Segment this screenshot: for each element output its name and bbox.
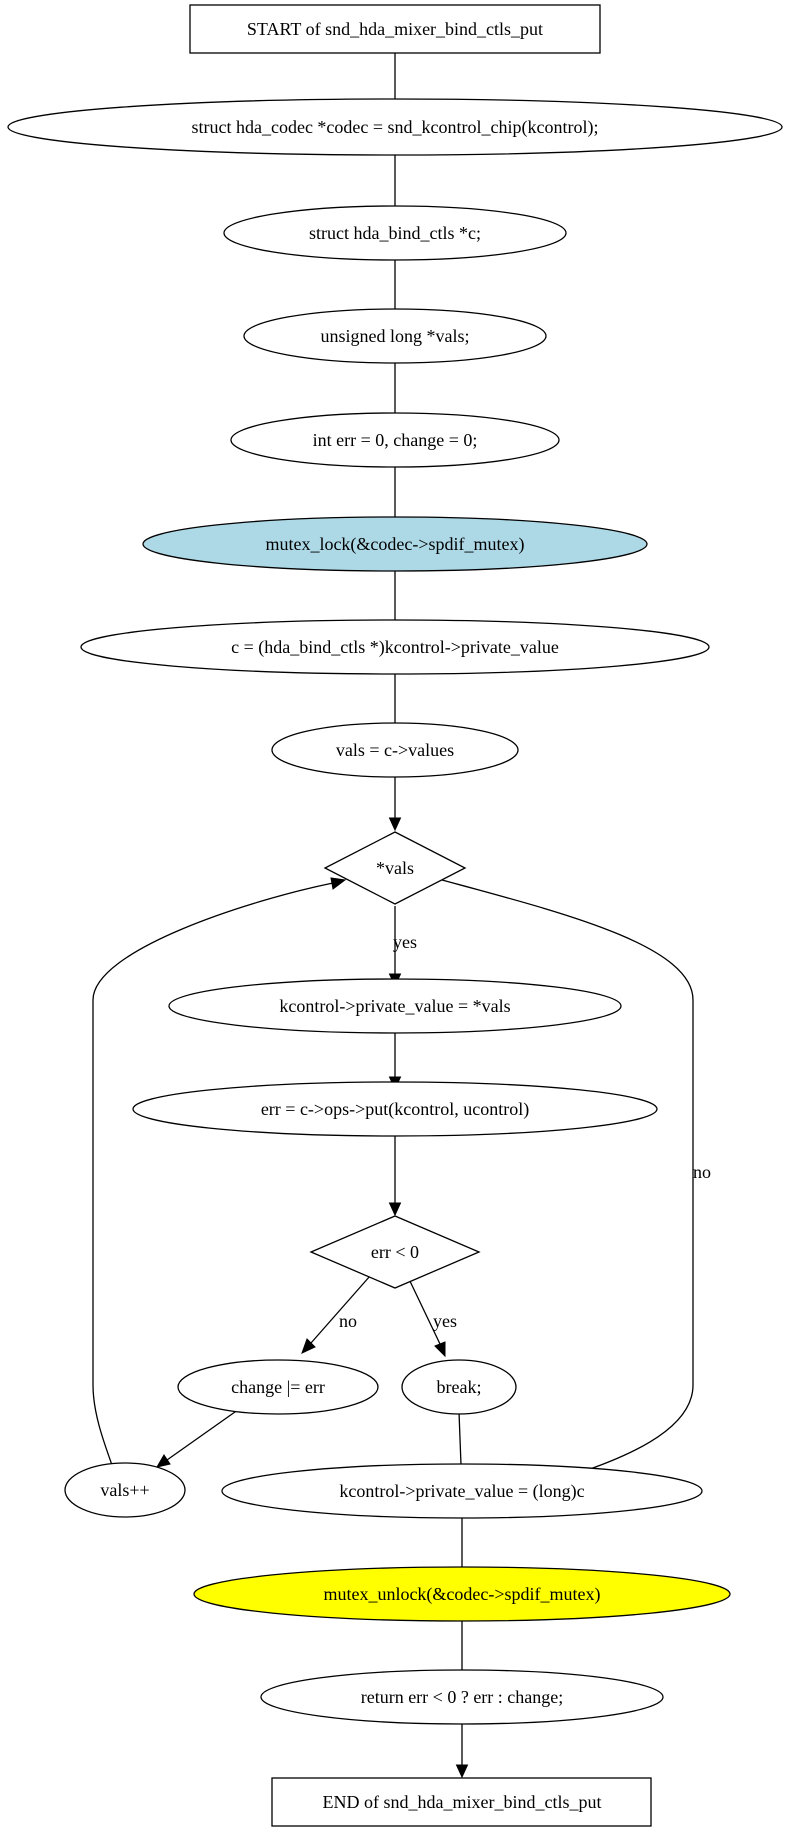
node-return-shape (260, 1669, 664, 1725)
node-vals-assign-shape (271, 722, 519, 778)
node-change-or-label: change |= err (231, 1377, 325, 1397)
arrowhead (455, 1764, 469, 1779)
node-codec-decl-shape (7, 98, 783, 156)
node-err-check-diamond (309, 1215, 481, 1289)
node-vals-assign-label: vals = c->values (336, 740, 454, 760)
node-err-check-label: err < 0 (371, 1242, 419, 1262)
node-return-label: return err < 0 ? err : change; (361, 1687, 564, 1707)
edge-errcheck-yes (407, 1276, 441, 1345)
arrowhead (434, 1341, 446, 1358)
edge-label-vals-no: no (693, 1162, 711, 1182)
node-c-decl: struct hda_bind_ctls *c; (223, 205, 567, 261)
node-mutex-unlock-shape (193, 1566, 731, 1622)
node-c-decl-label: struct hda_bind_ctls *c; (309, 223, 481, 243)
node-private-value-c-label: kcontrol->private_value = (long)c (339, 1481, 584, 1502)
nodes: START of snd_hda_mixer_bind_ctls_put str… (7, 4, 783, 1827)
node-vals-inc-label: vals++ (100, 1480, 149, 1500)
node-vals-inc-shape (64, 1462, 186, 1518)
node-err-decl-shape (230, 412, 560, 468)
node-err-put: err = c->ops->put(kcontrol, ucontrol) (132, 1081, 658, 1137)
node-c-assign-shape (80, 619, 710, 675)
node-err-decl-label: int err = 0, change = 0; (313, 430, 478, 450)
node-mutex-lock: mutex_lock(&codec->spdif_mutex) (142, 516, 648, 572)
node-vals-inc: vals++ (64, 1462, 186, 1518)
node-c-assign-label: c = (hda_bind_ctls *)kcontrol->private_v… (231, 637, 559, 658)
node-change-or: change |= err (177, 1359, 379, 1415)
node-start: START of snd_hda_mixer_bind_ctls_put (189, 4, 601, 54)
node-end-box (271, 1777, 652, 1827)
node-err-decl: int err = 0, change = 0; (230, 412, 560, 468)
node-c-decl-shape (223, 205, 567, 261)
arrowhead (301, 1338, 316, 1354)
node-private-value-vals-label: kcontrol->private_value = *vals (279, 996, 510, 1016)
edge-change-valsinc (166, 1406, 243, 1461)
node-mutex-lock-shape (142, 516, 648, 572)
node-vals-check: *vals (323, 831, 467, 905)
edge-break-pvc (458, 1411, 462, 1466)
node-change-or-shape (177, 1359, 379, 1415)
edge-check-no (441, 879, 694, 1478)
node-vals-decl: unsigned long *vals; (243, 308, 547, 364)
node-codec-decl: struct hda_codec *codec = snd_kcontrol_c… (7, 98, 783, 156)
arrowhead (155, 1454, 171, 1468)
node-private-value-c-shape (221, 1463, 703, 1519)
node-private-value-vals: kcontrol->private_value = *vals (168, 978, 622, 1034)
edge-labels: yes no no yes (339, 932, 711, 1331)
node-codec-decl-label: struct hda_codec *codec = snd_kcontrol_c… (191, 117, 598, 138)
node-c-assign: c = (hda_bind_ctls *)kcontrol->private_v… (80, 619, 710, 675)
node-vals-assign: vals = c->values (271, 722, 519, 778)
edge-label-vals-yes: yes (393, 932, 417, 952)
node-end-label: END of snd_hda_mixer_bind_ctls_put (323, 1792, 602, 1812)
arrowhead (330, 877, 347, 890)
node-vals-check-diamond (323, 831, 467, 905)
node-err-put-shape (132, 1081, 658, 1137)
node-private-value-c: kcontrol->private_value = (long)c (221, 1463, 703, 1519)
arrowhead (388, 1202, 402, 1217)
node-mutex-unlock-label: mutex_unlock(&codec->spdif_mutex) (323, 1584, 600, 1605)
node-vals-decl-shape (243, 308, 547, 364)
edge-label-err-no: no (339, 1311, 357, 1331)
node-break: break; (401, 1359, 517, 1415)
node-break-shape (401, 1359, 517, 1415)
node-vals-decl-label: unsigned long *vals; (321, 326, 470, 346)
edge-valsinc-loop (92, 882, 334, 1466)
node-err-check: err < 0 (309, 1215, 481, 1289)
node-mutex-lock-label: mutex_lock(&codec->spdif_mutex) (265, 534, 524, 555)
edge-label-err-yes: yes (433, 1311, 457, 1331)
node-private-value-vals-shape (168, 978, 622, 1034)
edge-errcheck-no (310, 1275, 371, 1344)
node-err-put-label: err = c->ops->put(kcontrol, ucontrol) (261, 1099, 529, 1120)
node-start-label: START of snd_hda_mixer_bind_ctls_put (247, 19, 543, 39)
node-mutex-unlock: mutex_unlock(&codec->spdif_mutex) (193, 1566, 731, 1622)
node-return: return err < 0 ? err : change; (260, 1669, 664, 1725)
node-end: END of snd_hda_mixer_bind_ctls_put (271, 1777, 652, 1827)
node-start-box (189, 4, 601, 54)
node-vals-check-label: *vals (376, 858, 414, 878)
node-break-label: break; (437, 1377, 482, 1397)
arrowhead (388, 817, 402, 832)
